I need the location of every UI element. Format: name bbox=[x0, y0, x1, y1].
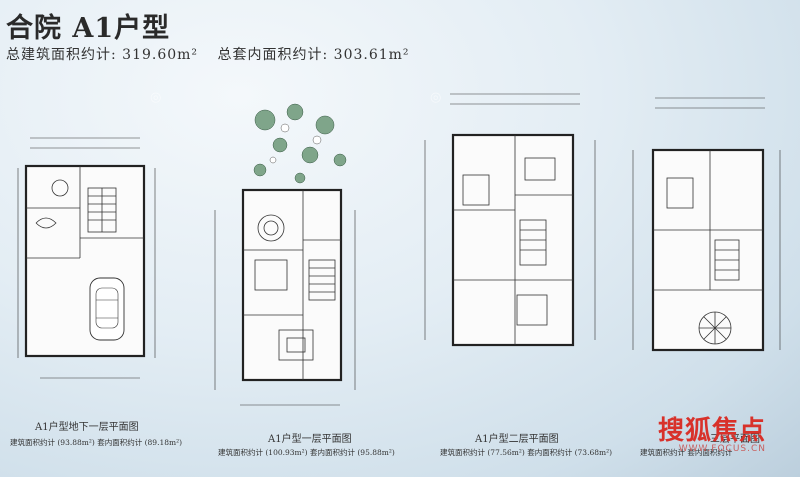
plan-caption-ground: A1户型一层平面图 bbox=[268, 434, 352, 445]
floor-plan-third bbox=[632, 97, 781, 352]
floor-plan-ground bbox=[214, 103, 356, 406]
plan-area-basement: 建筑面积约计 (93.88m²) 套内面积约计 (89.18m²) bbox=[10, 438, 183, 447]
total-building-area: 总建筑面积约计: 319.60m² bbox=[6, 47, 199, 63]
page-title: 合院 A1户型 bbox=[6, 13, 171, 44]
plan-caption-second: A1户型二层平面图 bbox=[475, 434, 559, 445]
plan-caption-basement: A1户型地下一层平面图 bbox=[35, 422, 139, 433]
area-summary: 总建筑面积约计: 319.60m² 总套内面积约计: 303.61m² bbox=[6, 44, 424, 64]
brand-watermark: 搜狐焦点 WWW.FOCUS.CN bbox=[657, 410, 766, 454]
background-watermark: ◎ bbox=[147, 88, 164, 107]
brand-name: 搜狐焦点 bbox=[657, 416, 766, 446]
brand-site: WWW.FOCUS.CN bbox=[678, 444, 766, 454]
plan-area-third: 建筑面积约计 套内面积约计 bbox=[640, 448, 733, 457]
total-interior-area: 总套内面积约计: 303.61m² bbox=[217, 47, 410, 63]
floor-plan-basement bbox=[17, 137, 156, 379]
plan-caption-third: 三层平面图 bbox=[710, 434, 760, 445]
plan-area-second: 建筑面积约计 (77.56m²) 套内面积约计 (73.68m²) bbox=[440, 448, 613, 457]
floor-plan-second bbox=[424, 93, 596, 347]
plan-area-ground: 建筑面积约计 (100.93m²) 套内面积约计 (95.88m²) bbox=[218, 448, 395, 457]
